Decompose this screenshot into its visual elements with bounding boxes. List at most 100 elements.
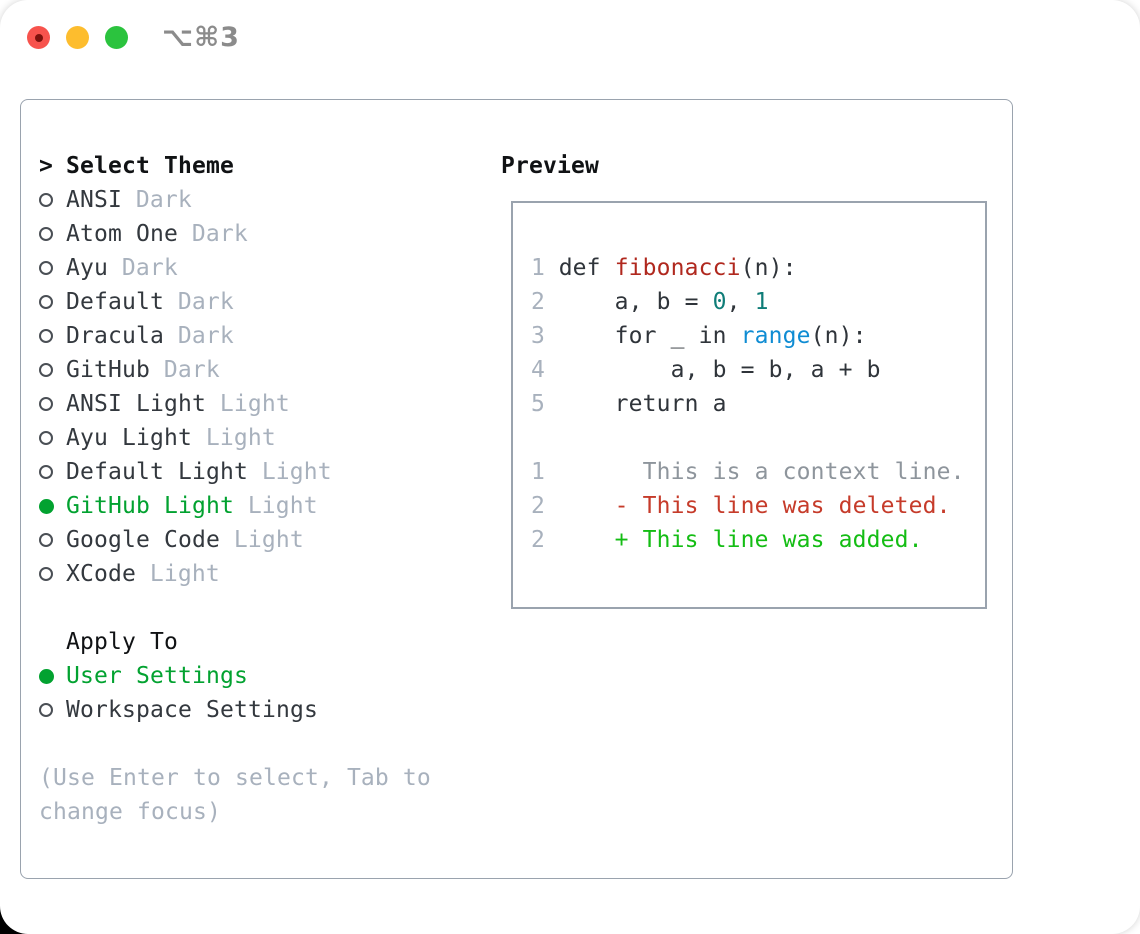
code-line: 3 for _ in range(n):	[531, 319, 975, 353]
radio-unselected-icon	[39, 329, 53, 343]
theme-name: Default	[66, 289, 164, 315]
radio-selected-icon	[39, 668, 54, 684]
code-line: 2 - This line was deleted.	[531, 489, 975, 523]
code-segment-plain: def	[558, 255, 615, 281]
theme-name: Atom One	[66, 221, 178, 247]
code-segment-plain: ,	[726, 289, 755, 315]
theme-option-ansi[interactable]: ANSI Dark	[39, 183, 489, 217]
theme-name: Ayu	[66, 255, 108, 281]
radio-unselected-icon	[39, 533, 53, 547]
apply-option-label: User Settings	[66, 663, 248, 689]
line-number: 3	[531, 323, 545, 349]
preview-header: Preview	[501, 153, 599, 179]
theme-option-ayu-light[interactable]: Ayu Light Light	[39, 421, 489, 455]
code-segment-number: 1	[754, 289, 769, 315]
theme-variant: Dark	[177, 323, 234, 349]
code-segment-plain: a, b = b, a + b	[558, 357, 881, 383]
radio-unselected-icon	[39, 261, 53, 275]
window-title: ⌥⌘3	[162, 22, 240, 53]
code-segment-plain: a, b =	[558, 289, 713, 315]
radio-selected-icon	[39, 498, 54, 514]
theme-option-dracula[interactable]: Dracula Dark	[39, 319, 489, 353]
select-theme-header-label: Select Theme	[66, 153, 234, 179]
line-number: 2	[531, 527, 545, 553]
apply-option-user-settings[interactable]: User Settings	[39, 659, 489, 693]
spacer	[39, 727, 489, 761]
theme-name: Default Light	[66, 459, 248, 485]
code-segment-builtin: range	[740, 323, 811, 349]
radio-unselected-icon	[39, 193, 53, 207]
code-segment-function: fibonacci	[614, 255, 741, 281]
line-number: 5	[531, 391, 545, 417]
code-line: 5 return a	[531, 387, 975, 421]
radio-unselected-icon	[39, 431, 53, 445]
focus-caret-icon: >	[39, 153, 53, 179]
radio-unselected-icon	[39, 295, 53, 309]
theme-name: ANSI Light	[66, 391, 206, 417]
keyboard-hint: (Use Enter to select, Tab to change focu…	[39, 765, 431, 825]
theme-name: GitHub	[66, 357, 150, 383]
apply-to-header-label: Apply To	[66, 629, 178, 655]
code-line: 2 + This line was added.	[531, 523, 975, 557]
theme-variant: Dark	[135, 187, 192, 213]
line-number: 2	[531, 289, 545, 315]
code-segment-plain: return a	[558, 391, 727, 417]
code-line	[531, 421, 975, 455]
line-number: 1	[531, 255, 545, 281]
radio-unselected-icon	[39, 397, 53, 411]
select-theme-header: > Select Theme	[39, 149, 489, 183]
code-segment-number: 0	[712, 289, 727, 315]
code-segment-plain: for _ in	[558, 323, 741, 349]
code-segment-added: + This line was added.	[558, 527, 923, 553]
title-bar: ⌥⌘3	[0, 0, 1140, 75]
theme-name: Ayu Light	[66, 425, 192, 451]
theme-variant: Light	[233, 527, 304, 553]
code-segment-deleted: - This line was deleted.	[558, 493, 951, 519]
theme-option-ayu[interactable]: Ayu Dark	[39, 251, 489, 285]
radio-unselected-icon	[39, 227, 53, 241]
line-number: 2	[531, 493, 545, 519]
theme-name: Dracula	[66, 323, 164, 349]
theme-option-atom-one[interactable]: Atom One Dark	[39, 217, 489, 251]
apply-option-label: Workspace Settings	[66, 697, 318, 723]
theme-option-github[interactable]: GitHub Dark	[39, 353, 489, 387]
line-number: 1	[531, 459, 545, 485]
code-segment-context: This is a context line.	[558, 459, 965, 485]
theme-name: Google Code	[66, 527, 220, 553]
theme-variant: Light	[247, 493, 318, 519]
theme-variant: Dark	[163, 357, 220, 383]
close-button[interactable]	[27, 26, 50, 49]
theme-variant: Dark	[191, 221, 248, 247]
code-line: 2 a, b = 0, 1	[531, 285, 975, 319]
theme-variant: Light	[149, 561, 220, 587]
radio-unselected-icon	[39, 363, 53, 377]
code-segment-plain: (n):	[810, 323, 867, 349]
theme-variant: Dark	[121, 255, 178, 281]
radio-unselected-icon	[39, 703, 53, 717]
apply-option-workspace-settings[interactable]: Workspace Settings	[39, 693, 489, 727]
theme-variant: Light	[205, 425, 276, 451]
spacer	[39, 591, 489, 625]
minimize-button[interactable]	[66, 26, 89, 49]
radio-unselected-icon	[39, 465, 53, 479]
theme-option-xcode[interactable]: XCode Light	[39, 557, 489, 591]
theme-name: ANSI	[66, 187, 122, 213]
zoom-button[interactable]	[105, 26, 128, 49]
theme-option-google-code[interactable]: Google Code Light	[39, 523, 489, 557]
code-line: 4 a, b = b, a + b	[531, 353, 975, 387]
apply-to-header: Apply To	[39, 625, 489, 659]
radio-unselected-icon	[39, 567, 53, 581]
theme-name: XCode	[66, 561, 136, 587]
